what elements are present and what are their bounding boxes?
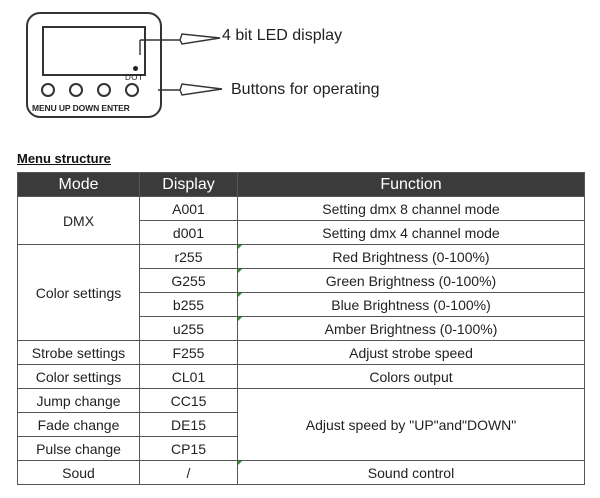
table-row: d001 Setting dmx 4 channel mode [18,220,585,245]
mode-cell: Jump change [17,388,140,413]
display-cell: / [139,460,238,485]
table-row: Soud / Sound control [17,460,585,485]
table-row: Strobe settings F255 Adjust strobe speed [17,340,585,365]
display-cell: DE15 [139,412,238,437]
menu-button[interactable] [41,83,55,97]
dot-indicator [133,66,138,71]
menu-structure-title: Menu structure [17,151,111,166]
function-cell: Red Brightness (0-100%) [237,244,585,269]
display-cell: r255 [139,244,238,269]
table-row: Color settings CL01 Colors output [17,364,585,389]
table-row: DMX A001 Setting dmx 8 channel mode [17,196,585,245]
function-cell: Colors output [237,364,585,389]
display-cell: CP15 [139,436,238,461]
mode-cell: Color settings [17,364,140,389]
display-cell: G255 [139,268,238,293]
function-cell: Amber Brightness (0-100%) [237,316,585,341]
mode-cell: Pulse change [17,436,140,461]
table-header-row: Mode Display Function [17,172,585,197]
display-cell: b255 [139,292,238,317]
display-cell: A001 [139,196,238,221]
table-row: Fade change DE15 [17,412,585,437]
mode-cell: Color settings [17,244,140,341]
enter-button[interactable] [125,83,139,97]
dot-label: DOT [125,73,144,82]
function-cell: Setting dmx 8 channel mode [237,196,585,221]
table-row: G255 Green Brightness (0-100%) [18,268,585,293]
down-button[interactable] [97,83,111,97]
mode-cell: Strobe settings [17,340,140,365]
mode-cell: DMX [17,196,140,245]
buttons-callout-label: Buttons for operating [231,81,380,98]
mode-cell: Fade change [17,412,140,437]
display-cell: CC15 [139,388,238,413]
table-row: u255 Amber Brightness (0-100%) [18,316,585,341]
header-mode: Mode [17,172,140,197]
function-cell: Setting dmx 4 channel mode [237,220,585,245]
table-row: Color settings r255 Red Brightness (0-10… [17,244,585,341]
buttons-arrow [158,83,223,96]
mode-cell: Soud [17,460,140,485]
function-cell: Adjust strobe speed [237,340,585,365]
controller-panel: DOT MENU UP DOWN ENTER [26,12,162,118]
callout-arrows [139,33,223,96]
display-callout-label: 4 bit LED display [222,27,343,44]
led-display: DOT [42,26,146,82]
display-cell: CL01 [139,364,238,389]
header-function: Function [237,172,585,197]
display-arrow [140,33,221,45]
menu-structure-table: Mode Display Function DMX A001 Setting d… [17,172,585,485]
table-row: Jump change CC15 Adjust speed by "UP"and… [17,388,585,461]
display-cell: d001 [139,220,238,245]
function-cell: Sound control [237,460,585,485]
header-display: Display [139,172,238,197]
function-cell: Adjust speed by "UP"and"DOWN" [237,388,585,461]
function-cell: Green Brightness (0-100%) [237,268,585,293]
display-cell: F255 [139,340,238,365]
button-labels: MENU UP DOWN ENTER [32,103,130,113]
up-button[interactable] [69,83,83,97]
function-cell: Blue Brightness (0-100%) [237,292,585,317]
display-cell: u255 [139,316,238,341]
